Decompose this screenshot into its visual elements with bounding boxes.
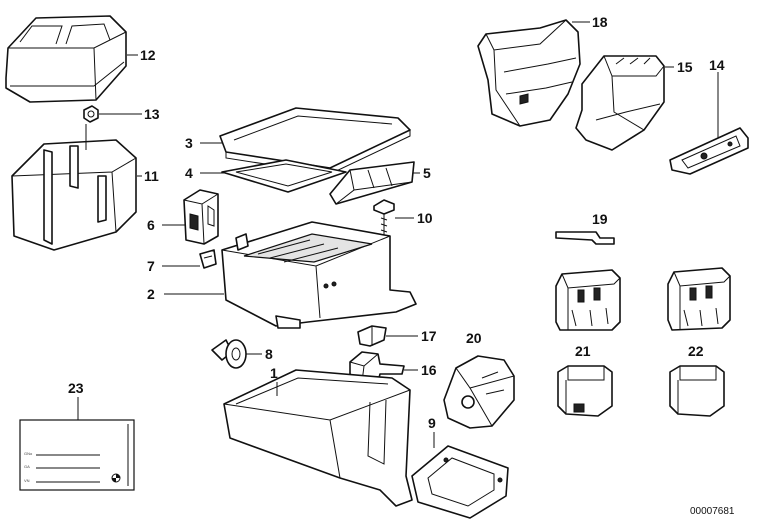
callout-12: 12 <box>140 47 156 63</box>
part-19-strip <box>555 231 615 245</box>
callout-13: 13 <box>144 106 160 122</box>
part-12-cover <box>5 15 127 103</box>
callout-16: 16 <box>421 362 437 378</box>
callout-20: 20 <box>466 330 482 346</box>
part-4-gasket <box>221 159 347 193</box>
callout-3: 3 <box>185 135 193 151</box>
part-14-plate <box>669 127 749 175</box>
callout-10: 10 <box>417 210 433 226</box>
callout-9: 9 <box>428 415 436 431</box>
callout-15: 15 <box>677 59 693 75</box>
callout-21: 21 <box>575 343 591 359</box>
callout-1: 1 <box>270 365 278 381</box>
part-11-housing <box>11 124 137 251</box>
callout-6: 6 <box>147 217 155 233</box>
part-13-nut <box>83 105 99 123</box>
callout-18: 18 <box>592 14 608 30</box>
part-1-lower-tray <box>223 369 413 507</box>
drawing-reference-number: 00007681 <box>690 506 735 517</box>
part-2-fuse-box <box>221 221 417 329</box>
part-18-relay-carrier <box>477 19 581 127</box>
part-5-bracket <box>329 161 415 205</box>
callout-4: 4 <box>185 165 193 181</box>
part-6-relay <box>183 189 219 245</box>
part-3-lid <box>219 107 411 175</box>
part-21-relay-socket <box>555 269 621 331</box>
callout-8: 8 <box>265 346 273 362</box>
part-15-fuse-carrier <box>575 55 665 151</box>
callout-7: 7 <box>147 258 155 274</box>
part-17-clip <box>357 325 387 347</box>
sticker-field-vn: VN <box>24 478 30 483</box>
part-21-socket-bottom <box>557 365 613 417</box>
callout-23: 23 <box>68 380 84 396</box>
part-20-cable-cover <box>443 355 515 429</box>
callout-11: 11 <box>144 168 159 184</box>
part-7-fuse <box>199 249 217 269</box>
part-22-relay-socket <box>667 267 731 331</box>
callout-5: 5 <box>423 165 431 181</box>
part-23-label-sticker: GNo GA VN <box>19 419 135 491</box>
part-22-socket-bottom <box>669 365 725 417</box>
part-9-gasket-frame <box>411 445 509 519</box>
sticker-field-ga: GA <box>24 464 30 469</box>
callout-2: 2 <box>147 286 155 302</box>
callout-17: 17 <box>421 328 437 344</box>
callout-14: 14 <box>709 57 725 73</box>
callout-22: 22 <box>688 343 704 359</box>
sticker-field-gno: GNo <box>24 451 33 456</box>
callout-19: 19 <box>592 211 608 227</box>
part-8-grommet <box>211 339 247 369</box>
